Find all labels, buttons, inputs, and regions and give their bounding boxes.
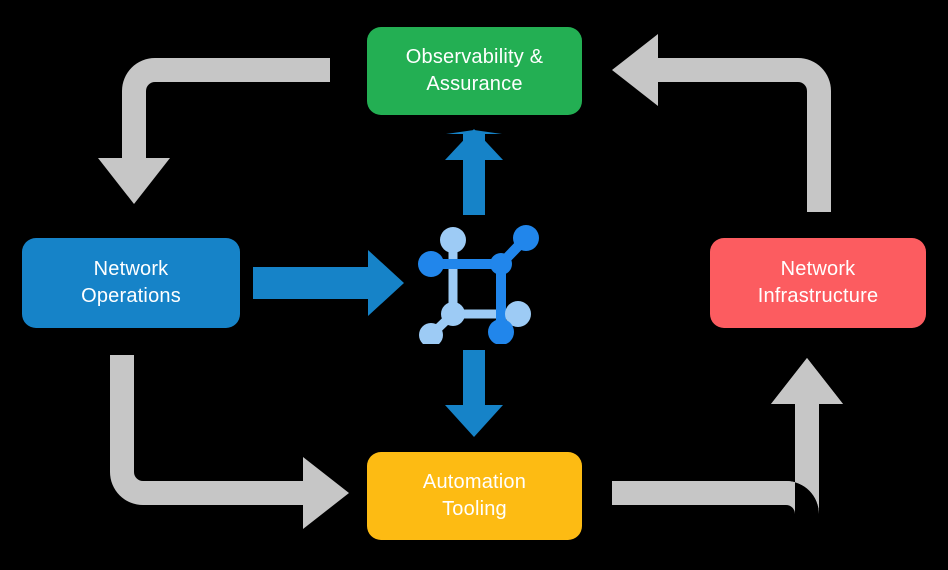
topology-dark-nodes [418,225,539,344]
arrow-automation-to-infrastructure [612,358,843,514]
topology-light-nodes [419,227,531,344]
arrow-operations-to-automation [110,355,349,529]
arrow-center-to-automation [445,350,503,437]
node-network-infrastructure[interactable]: Network Infrastructure [710,238,926,328]
arrow-center-to-observability [445,129,503,215]
network-topology-icon [418,225,539,344]
node-observability-assurance[interactable]: Observability & Assurance [367,27,582,115]
arrow-operations-to-center [253,250,404,316]
arrow-infrastructure-to-observability [612,34,831,212]
node-network-operations[interactable]: Network Operations [22,238,240,328]
node-automation-tooling[interactable]: Automation Tooling [367,452,582,540]
arrow-observability-to-operations [98,58,330,204]
